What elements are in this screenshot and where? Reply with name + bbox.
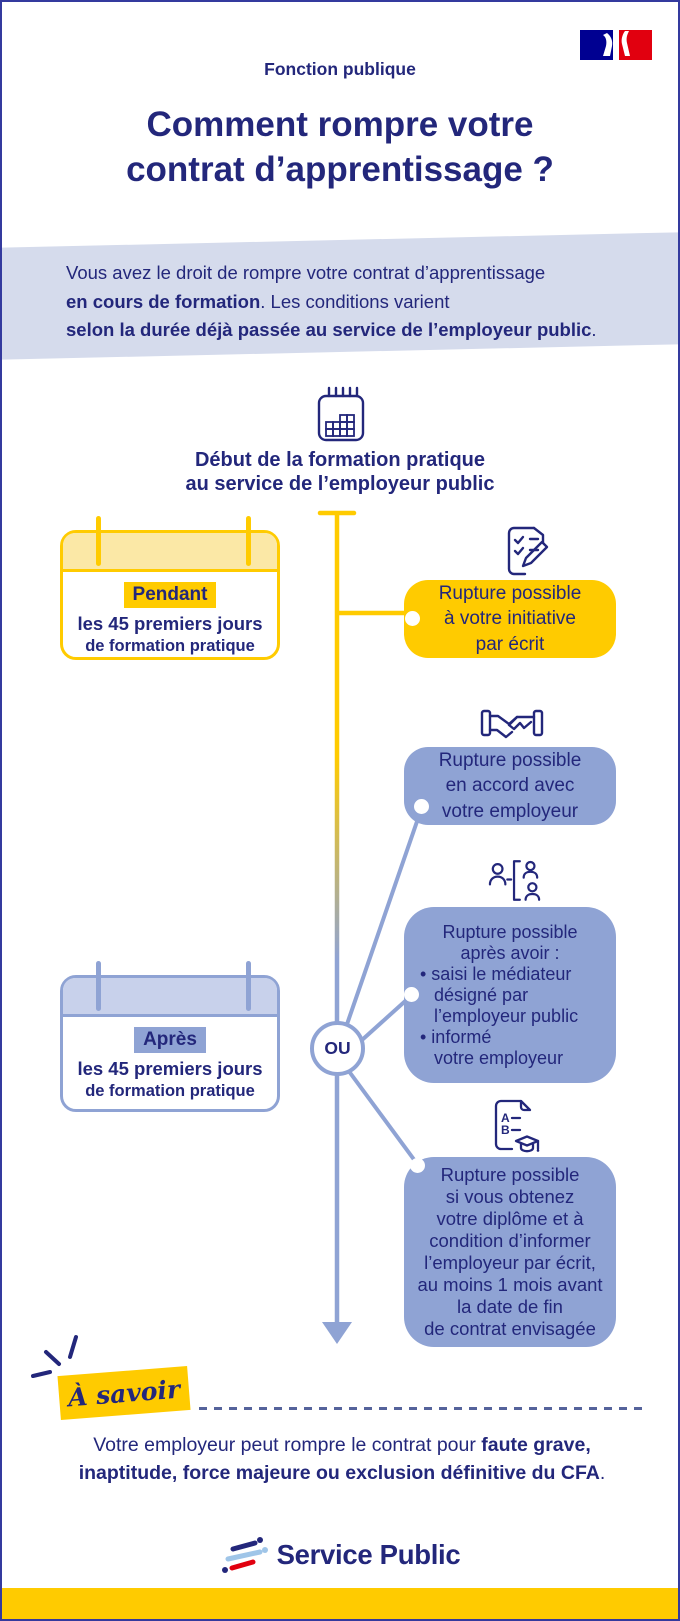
category-label: Fonction publique (264, 59, 416, 79)
outcome-bubble-accord: Rupture possible en accord avec votre em… (404, 747, 616, 825)
bubble-text-line: à votre initiative (443, 608, 576, 630)
icon-letter: B (501, 1123, 510, 1137)
bubble-text-line: condition d’informer (429, 1230, 591, 1251)
handshake-icon (480, 709, 544, 739)
period-line: de formation pratique (85, 637, 255, 655)
timeline-start-line: au service de l’employeur public (185, 472, 495, 495)
bubble-bullet-list: • saisi le médiateur désigné par l’emplo… (420, 964, 600, 1069)
bubble-text-line: de contrat envisagée (424, 1318, 596, 1339)
period-card-apres: Après les 45 premiers jours de formation… (60, 961, 280, 1112)
connector-dot (410, 1158, 425, 1173)
report-card-graduation-icon: A B (494, 1099, 540, 1153)
bubble-text-line: par écrit (475, 633, 545, 655)
bubble-text-line: Rupture possible (438, 749, 582, 771)
bullet-line: désigné par (434, 984, 529, 1005)
timeline-start-label: Début de la formation pratique au servic… (2, 449, 678, 496)
footer-strip (2, 1588, 678, 1619)
bubble-text-line: Rupture possible (438, 582, 582, 604)
bubble-text-line: après avoir : (460, 942, 560, 963)
employer-note: Votre employeur peut rompre le contrat p… (78, 1434, 606, 1484)
intro-line: Vous avez le droit de rompre votre contr… (66, 262, 546, 283)
period-card-pendant: Pendant les 45 premiers jours de formati… (60, 516, 280, 660)
bubble-text-line: en accord avec (445, 775, 575, 797)
bullet-line: votre employeur (434, 1047, 564, 1068)
intro-line: en cours de formation. Les conditions va… (66, 290, 450, 312)
period-tag: Pendant (123, 582, 217, 608)
calendar-ring-icon (246, 961, 251, 1011)
or-circle: OU (310, 1021, 365, 1076)
timeline-arrowhead-icon (322, 1322, 352, 1344)
bubble-text-line: votre employeur (441, 800, 579, 822)
page-title-line: contrat d’apprentissage ? (126, 150, 554, 189)
a-savoir-label: À savoir (57, 1365, 191, 1421)
french-republic-marianne-logo (580, 30, 652, 60)
bubble-text-line: Rupture possible (442, 921, 578, 942)
period-line: les 45 premiers jours (77, 613, 263, 634)
bubble-text-line: la date de fin (457, 1296, 563, 1317)
outcome-bubble-mediateur: Rupture possible après avoir : • saisi l… (404, 907, 616, 1083)
or-label: OU (324, 1038, 351, 1058)
brand-name: Service Public (276, 1539, 461, 1570)
period-line: les 45 premiers jours (77, 1058, 263, 1079)
outcome-bubble-diplome: Rupture possible si vous obtenez votre d… (404, 1157, 616, 1347)
icon-letter: A (501, 1111, 510, 1125)
bubble-text-line: Rupture possible (440, 1164, 580, 1185)
bullet-line: • saisi le médiateur (420, 963, 572, 984)
connector-diplome (346, 1068, 420, 1167)
dashed-divider (199, 1407, 646, 1410)
period-tag: Après (134, 1027, 206, 1053)
calendar-icon (317, 386, 365, 442)
service-public-stripes-icon (221, 1537, 268, 1573)
bubble-text-line: l’employeur par écrit, (424, 1252, 596, 1273)
bullet-line: l’employeur public (434, 1005, 579, 1026)
calendar-ring-icon (246, 516, 251, 566)
calendar-ring-icon (96, 961, 101, 1011)
mediator-people-icon (488, 860, 541, 901)
outcome-bubble-initiative: Rupture possible à votre initiative par … (404, 580, 616, 658)
spark-emphasis-icon (31, 1335, 78, 1378)
connector-dot (414, 799, 429, 814)
bubble-text-line: si vous obtenez (445, 1186, 575, 1207)
intro-line: selon la durée déjà passée au service de… (66, 319, 597, 340)
bubble-text-line: au moins 1 mois avant (417, 1274, 603, 1295)
page-title: Comment rompre votre contrat d’apprentiss… (2, 102, 678, 192)
service-public-logo: Service Public (2, 1533, 678, 1577)
period-line: de formation pratique (85, 1082, 255, 1100)
period-card-body: Après les 45 premiers jours de formation… (63, 1017, 277, 1101)
intro-text: Vous avez le droit de rompre votre contr… (66, 259, 597, 345)
connector-dot (405, 611, 420, 626)
period-card-body: Pendant les 45 premiers jours de formati… (63, 572, 277, 656)
bubble-text-line: votre diplôme et à (436, 1208, 584, 1229)
bullet-line: • informé (420, 1026, 492, 1047)
connector-dot (404, 987, 419, 1002)
page-title-line: Comment rompre votre (146, 105, 534, 144)
calendar-ring-icon (96, 516, 101, 566)
document-check-pencil-icon (507, 526, 549, 576)
timeline-start-line: Début de la formation pratique (194, 449, 486, 471)
